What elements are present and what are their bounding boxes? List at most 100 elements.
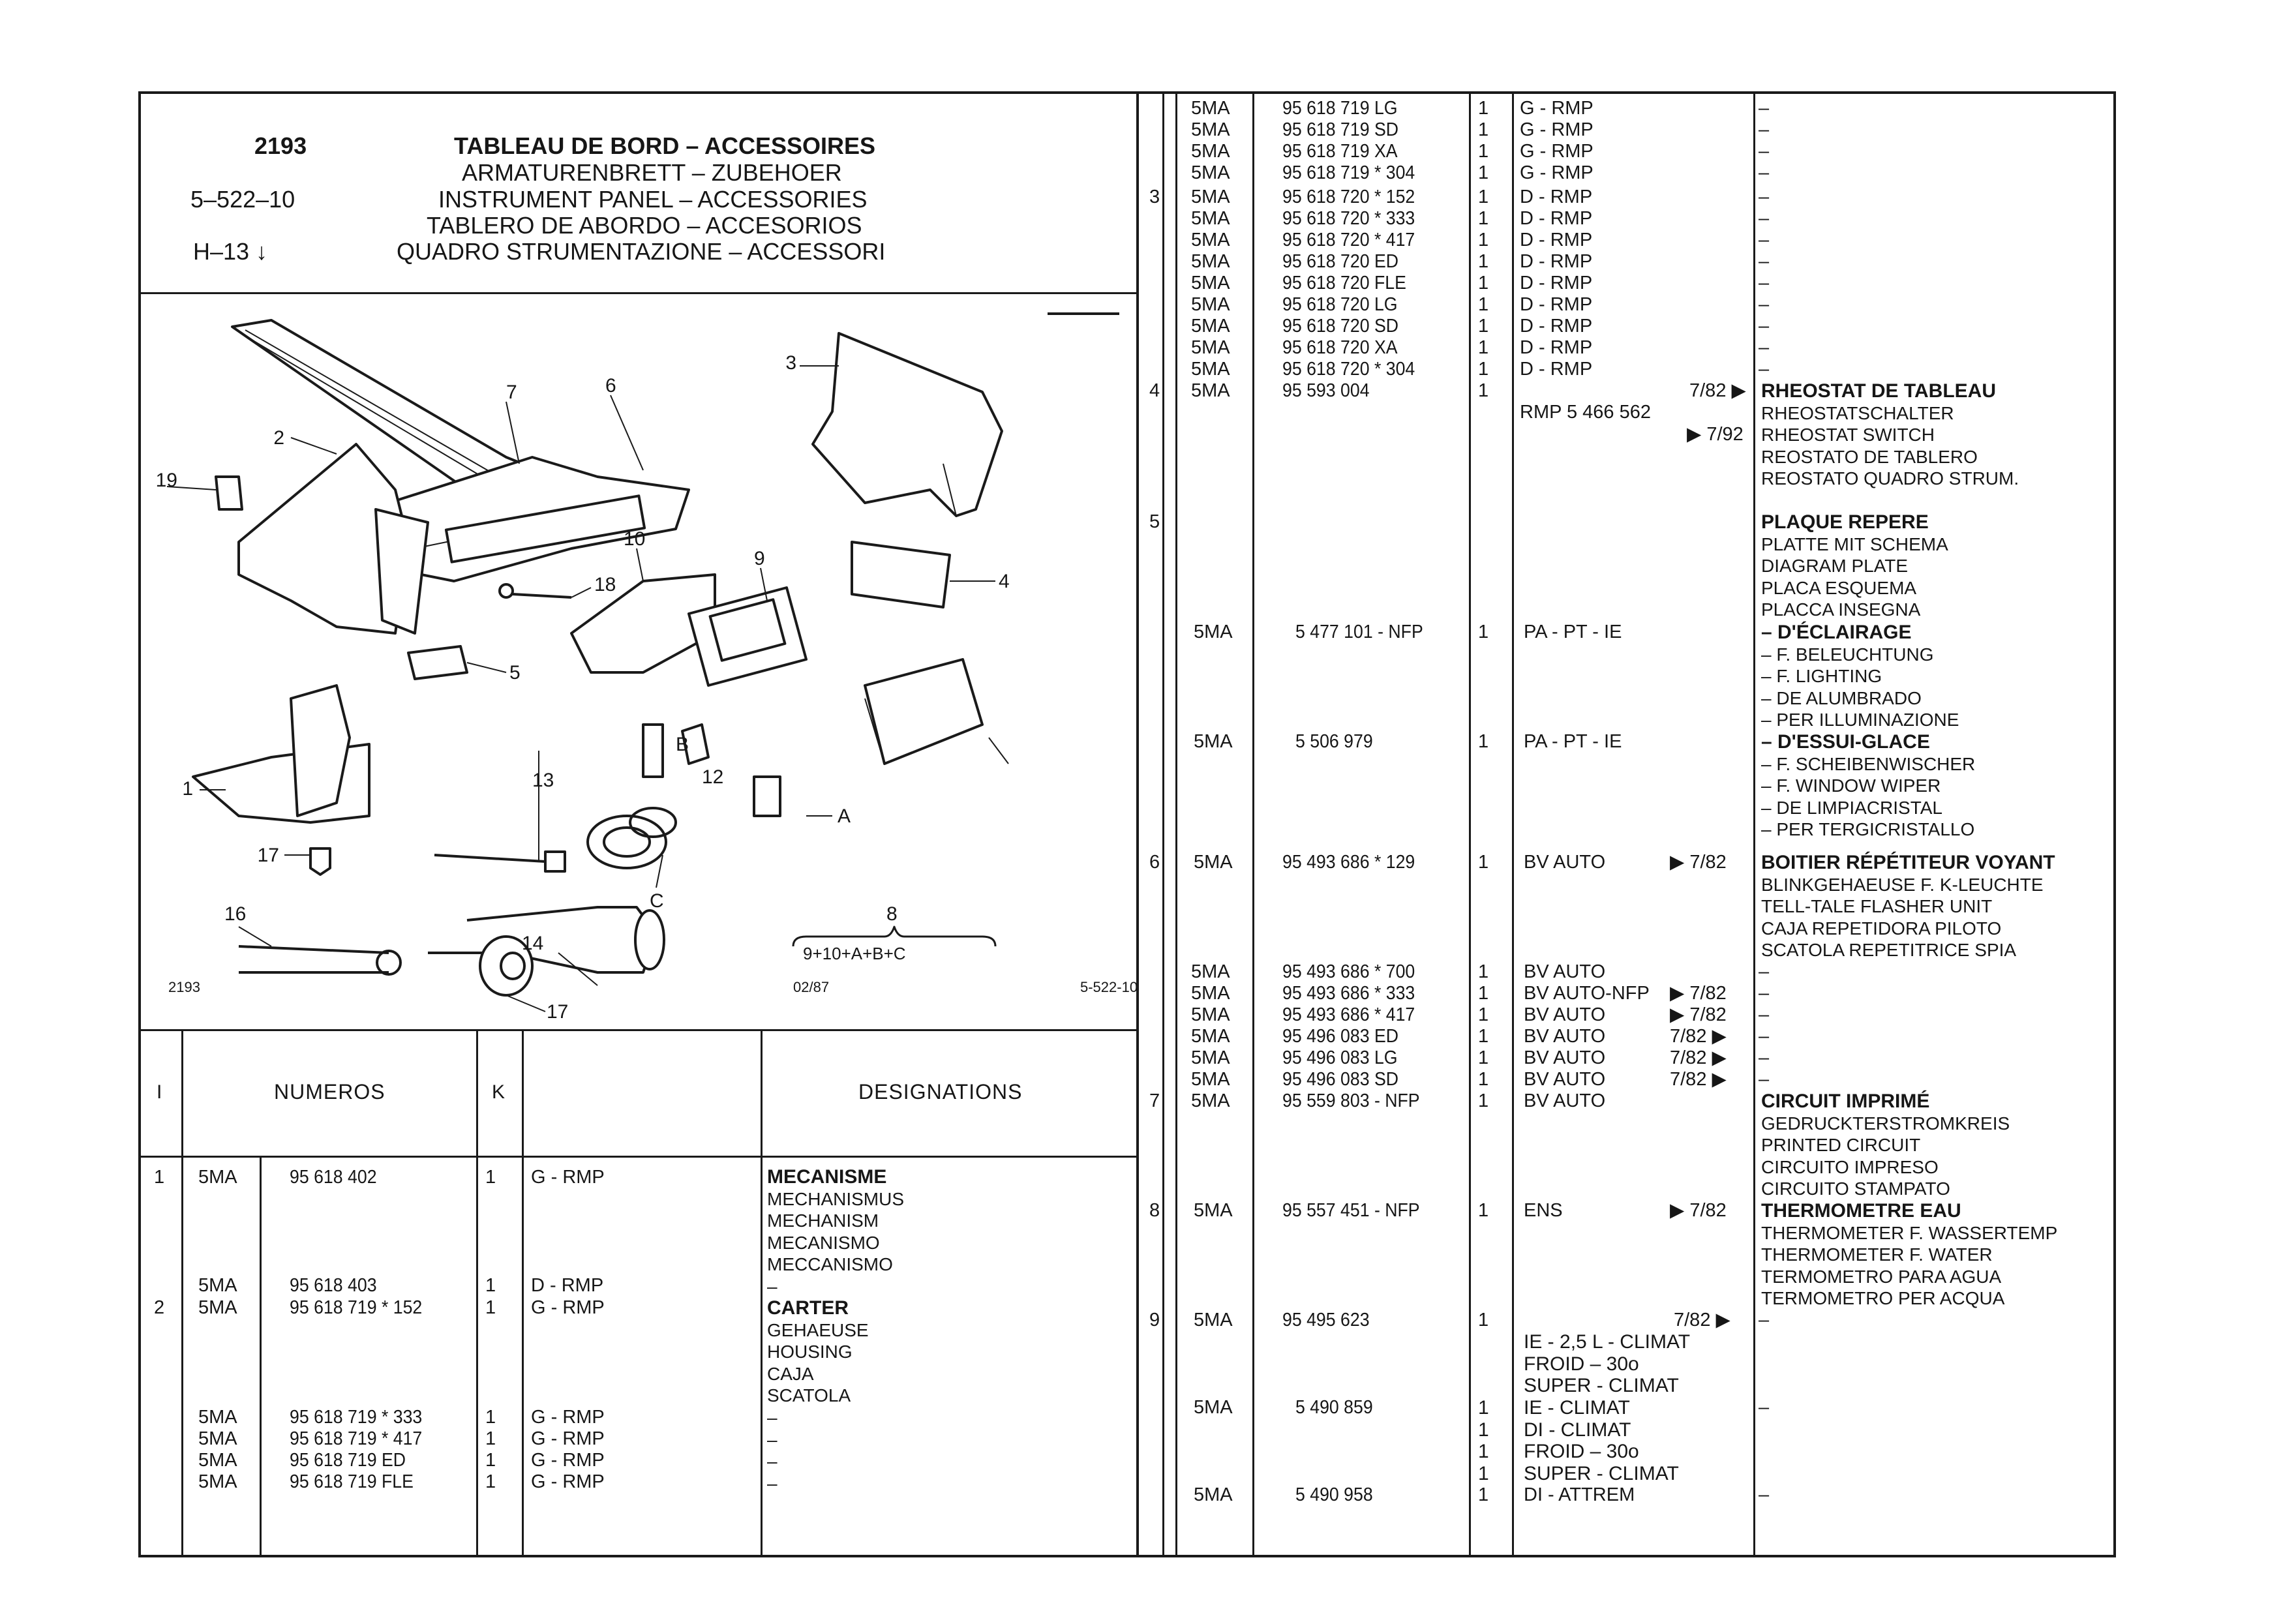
callout-B: B [676,734,689,755]
diagram-reference: 5-522-10 [1080,979,1136,995]
title-en: INSTRUMENT PANEL – ACCESSORIES [438,186,868,213]
cell-text: 5MA [1191,1004,1230,1025]
part-prefix: 5MA [198,1450,237,1471]
cell-text: 5MA [1191,141,1230,162]
callout-12: 12 [702,766,723,788]
callout-3: 3 [785,352,796,374]
cell-text: – [1759,119,1770,140]
part-prefix: 5MA [198,1167,237,1188]
cell-text: TELL-TALE FLASHER UNIT [1761,896,1993,916]
cell-text: RHEOSTATSCHALTER [1761,402,1954,423]
cell-text: MECANISMO [767,1232,880,1253]
cell-text: – [1759,316,1770,337]
cell-text: – F. SCHEIBENWISCHER [1761,753,1976,774]
cell-text: – [1759,961,1770,982]
cell-text: 5MA [1191,337,1230,358]
col-header-index: I [157,1081,162,1103]
cell-text: 95 618 720 LG [1282,294,1398,315]
cell-text: IE - 2,5 L - CLIMAT [1524,1331,1691,1353]
callout-2: 2 [273,427,284,449]
callout-7: 7 [506,382,517,403]
cell-text: – [767,1407,778,1428]
part-qty: 1 [485,1167,496,1188]
reference-number: 5–522–10 [190,186,295,213]
cell-text: D - RMP [1520,273,1593,293]
title-it: QUADRO STRUMENTAZIONE – ACCESSORI [397,238,886,265]
cell-text: GEDRUCKTERSTROMKREIS [1761,1113,2010,1134]
cell-text: – [1759,1026,1770,1047]
cell-text: BV AUTO [1524,1026,1606,1047]
cell-text: – F. LIGHTING [1761,666,1882,686]
cell-text: ▶ 7/82 [1670,1200,1727,1221]
kit-number: 8 [886,903,898,925]
diagram-plate-number: 2193 [168,979,200,995]
callout-A: A [838,805,851,827]
part-prefix: 5MA [198,1471,237,1492]
cell-text: 1 [1478,208,1489,229]
cell-text: 5 490 958 [1295,1484,1373,1505]
cell-text: 95 618 719 * 304 [1282,162,1415,183]
part-number: 95 618 719 * 152 [290,1297,423,1318]
cell-text: PLACA ESQUEMA [1761,577,1917,598]
cell-text: 1 [1478,1090,1489,1111]
cell-text: FROID – 30o [1524,1353,1639,1375]
cell-text: 1 [1478,961,1489,982]
part-code: G - RMP [531,1167,605,1188]
cell-text: 1 [1478,273,1489,293]
cell-text: D - RMP [1520,316,1593,337]
callout-15: 16 [224,903,246,925]
col-header-numbers: NUMEROS [274,1080,385,1104]
cell-text: THERMOMETER F. WASSERTEMP [1761,1222,2058,1243]
cell-text: G - RMP [1520,162,1594,183]
cell-text: 95 496 083 LG [1282,1047,1398,1068]
cell-text: 5MA [1191,187,1230,207]
callout-17: 18 [594,574,616,595]
cell-text: 5MA [1191,119,1230,140]
cell-text: 1 [1478,1310,1489,1330]
kit-formula: 9+10+A+B+C [803,944,906,963]
cell-text: 95 618 720 ED [1282,251,1399,272]
cell-text: 1 [1478,251,1489,272]
cell-text: – [1759,208,1770,229]
cell-text: 95 557 451 - NFP [1282,1200,1420,1221]
designation-mecanisme: MECANISME MECHANISMUS MECHANISM MECANISM… [767,1166,904,1297]
cell-text: ENS [1524,1200,1563,1221]
cell-text: BV AUTO [1524,961,1606,982]
cell-text: BV AUTO [1524,1047,1606,1068]
cell-text: 5MA [1191,251,1230,272]
cell-text: SUPER - CLIMAT [1524,1375,1679,1396]
cell-text: 5MA [1191,1090,1230,1111]
cell-text: 95 618 720 SD [1282,316,1399,337]
cell-text: 95 618 719 LG [1282,98,1398,119]
cell-text: 5MA [1191,230,1230,250]
cell-text: 95 496 083 SD [1282,1069,1399,1090]
part-prefix: 5MA [198,1297,237,1318]
cell-text: 1 [1478,1397,1489,1419]
cell-text: TERMOMETRO PARA AGUA [1761,1266,2002,1287]
cell-text: MECANISME [767,1166,887,1188]
cell-text: IE - CLIMAT [1524,1397,1630,1419]
cell-text: 1 [1478,98,1489,119]
cell-text: 5MA [1191,380,1230,401]
part-code: D - RMP [531,1275,604,1296]
cell-text: 95 493 686 * 417 [1282,1004,1415,1025]
cell-text: REOSTATO QUADRO STRUM. [1761,468,2019,488]
cell-text: 5 490 859 [1295,1397,1373,1418]
cell-text: 1 [1478,141,1489,162]
cell-text: 5MA [1191,162,1230,183]
cell-text: – [1759,1069,1770,1090]
part-code: G - RMP [531,1297,605,1318]
designation-essui-glace: – D'ESSUI-GLACE – F. SCHEIBENWISCHER – F… [1761,731,1975,841]
cell-text: – [1759,337,1770,358]
cell-text: 1 [1478,1484,1489,1505]
cell-text: RMP 5 466 562 [1520,402,1651,423]
cell-text: 3 [1149,187,1160,207]
cell-text: D - RMP [1520,337,1593,358]
cell-text: 7/82 ▶ [1689,380,1746,401]
cell-text: – [1759,294,1770,315]
cell-text: 95 496 083 ED [1282,1026,1399,1047]
cell-text: THERMOMETER F. WATER [1761,1244,1993,1265]
cell-text: – [1759,1004,1770,1025]
cell-text: 1 [1478,1462,1489,1484]
part-number: 95 618 719 * 417 [290,1428,423,1449]
